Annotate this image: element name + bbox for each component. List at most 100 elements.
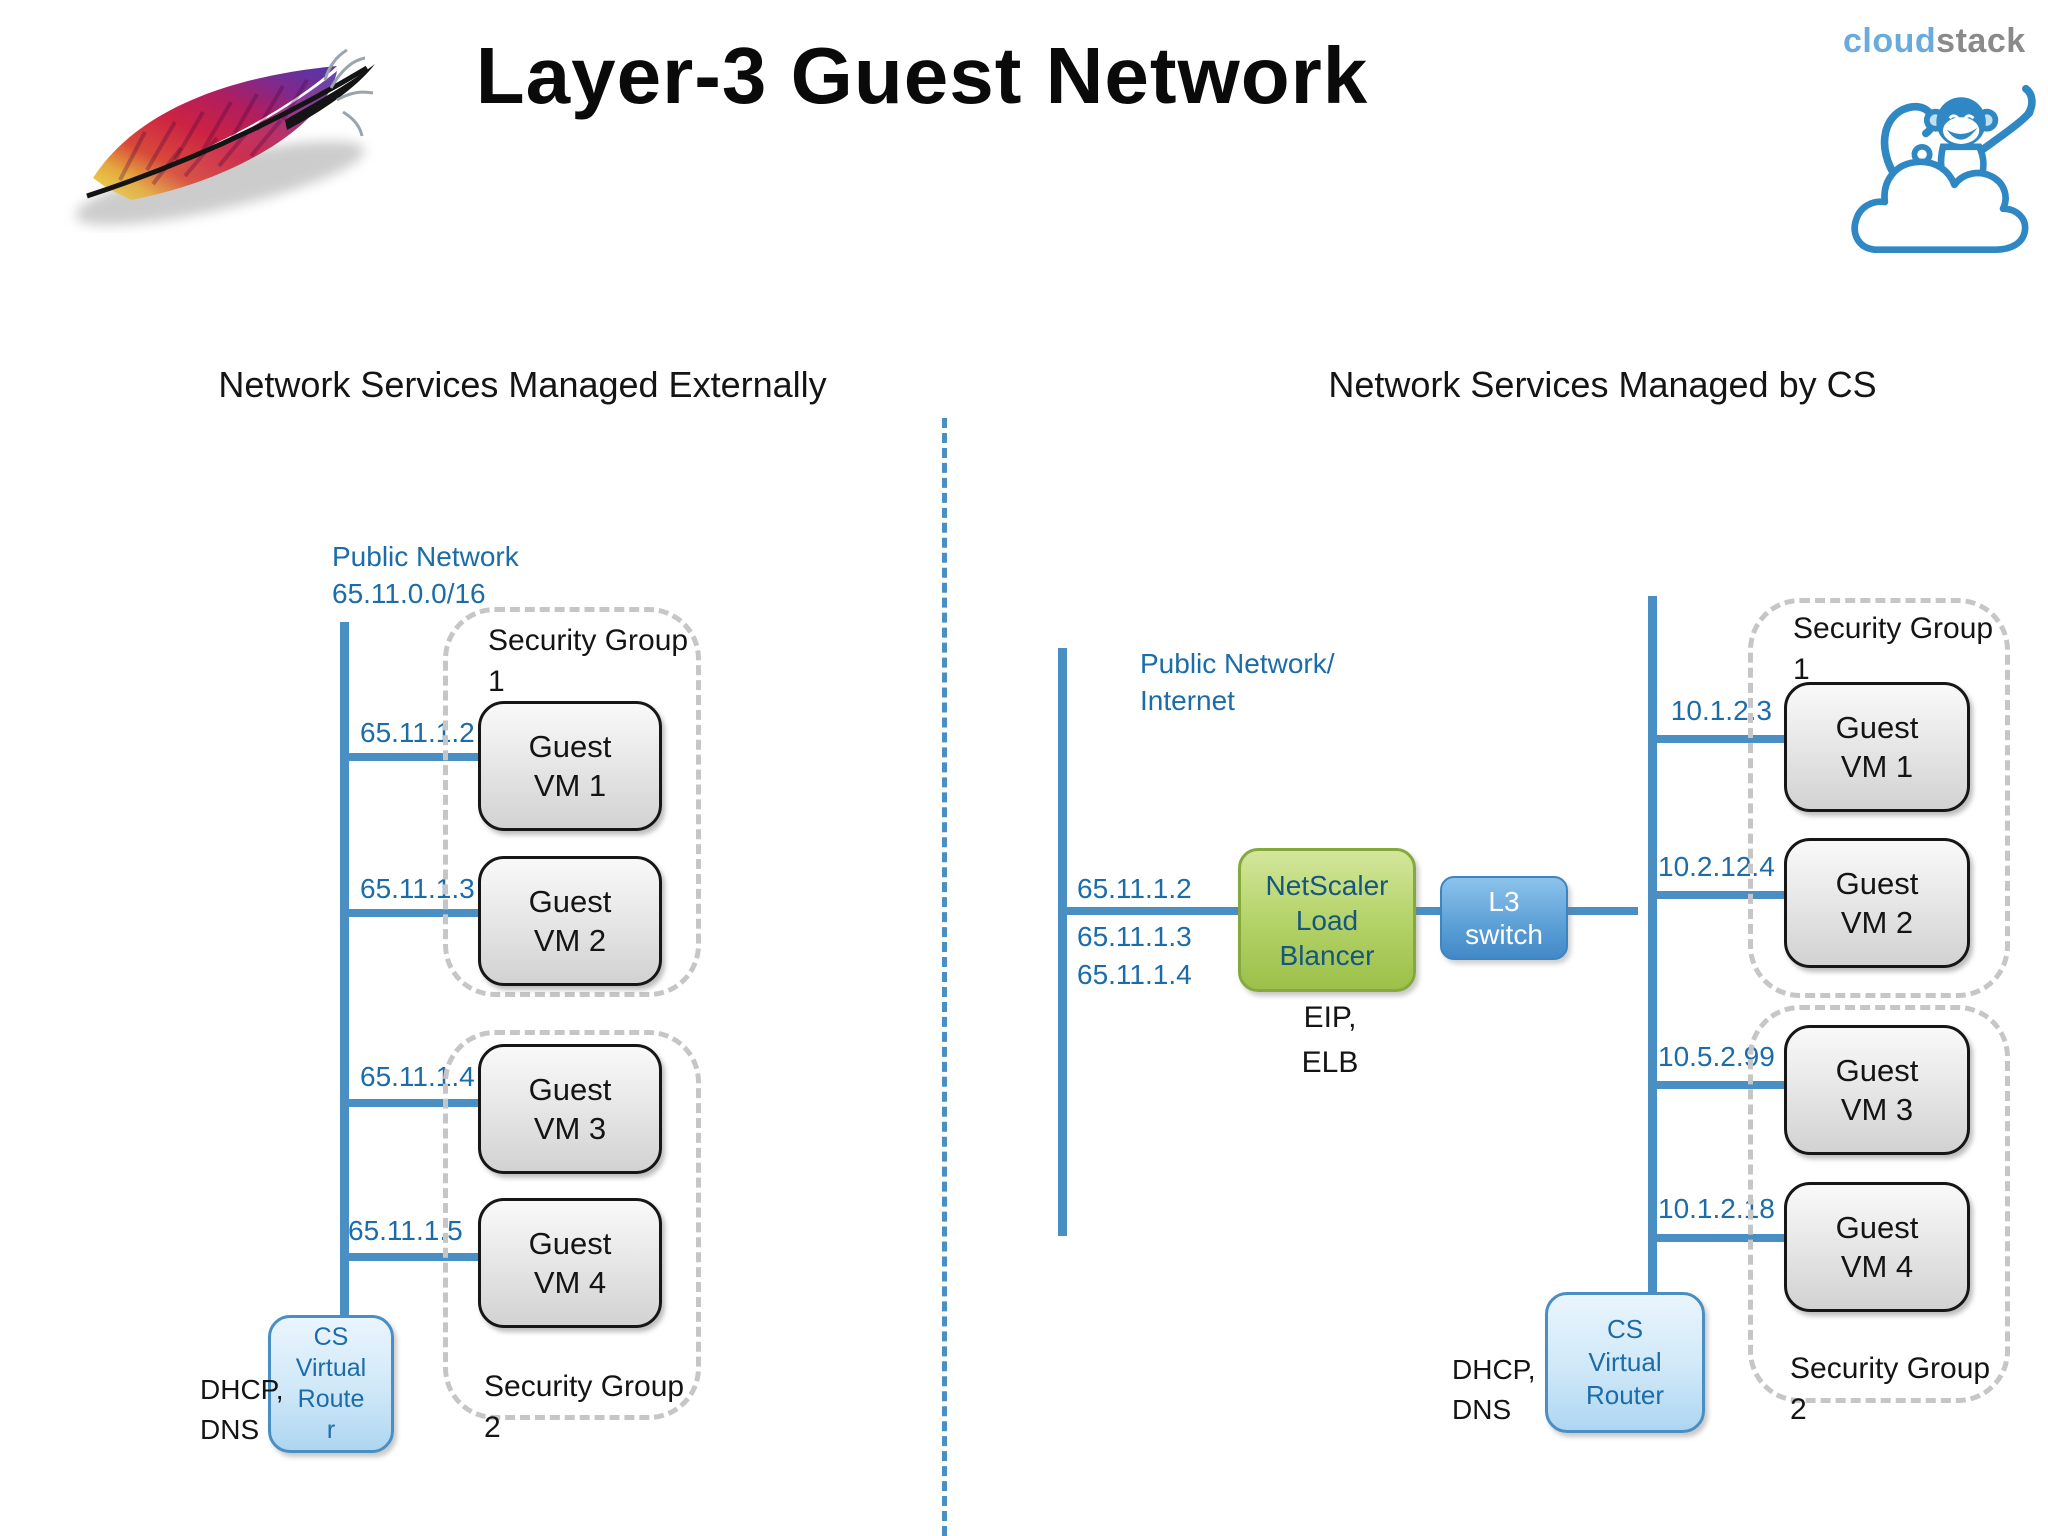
left-vm2-name-line2: VM 2 [533,923,607,958]
left-dhcp-dns-label: DHCP, DNS [200,1370,284,1450]
left-public-network-label: Public Network 65.11.0.0/16 [332,538,519,612]
left-sg1-label-line2: 1 [488,665,505,698]
right-vm3-connector [1654,1081,1786,1089]
left-cs-virtual-router: CS Virtual Route r [268,1315,394,1453]
eip-line: EIP, [1303,1001,1357,1034]
left-sg2-label-line1: Security Group [484,1370,685,1403]
right-sg1-label-line1: Security Group [1793,612,1994,645]
left-sg1-label-line1: Security Group [488,624,689,657]
right-public-network-line1: Public Network/ [1140,648,1335,679]
cloudstack-logo-cloud: cloud [1843,22,1937,60]
right-sg2-label-line1: Security Group [1790,1352,1991,1385]
eip-elb-label: EIP, ELB [1270,995,1390,1085]
right-guest-vm-1: Guest VM 1 [1784,682,1970,812]
left-vm1-name-line1: Guest [528,729,612,764]
right-vm2-ip: 10.2.12.4 [1658,851,1775,882]
cloudstack-monkey-icon [1851,84,2036,253]
right-vm1-name-line2: VM 1 [1840,749,1914,784]
left-public-network-line2: 65.11.0.0/16 [332,578,486,609]
left-router-line2: Virtual [295,1354,367,1382]
right-vm4-name-line1: Guest [1835,1210,1919,1245]
right-vm1-ip: 10.1.2.3 [1670,695,1772,726]
right-services-line2: DNS [1452,1394,1512,1425]
lb-line1: NetScaler [1265,869,1389,901]
left-section-heading: Network Services Managed Externally [218,364,827,405]
right-security-group-1 [1748,598,2010,998]
left-security-group-1 [443,607,701,997]
right-guest-vm-4: Guest VM 4 [1784,1182,1970,1312]
left-services-line1: DHCP, [200,1374,284,1405]
left-vm4-connector [344,1253,486,1261]
lb-to-l3-line [1408,907,1442,915]
right-sg2-label-line2: 2 [1790,1393,1807,1426]
right-vm4-connector [1654,1234,1786,1242]
right-vm3-name-line2: VM 3 [1840,1092,1914,1127]
apache-feather-logo [75,48,375,225]
left-router-line4: r [326,1416,336,1444]
left-vm1-name-line2: VM 1 [533,768,607,803]
left-guest-vm-4: Guest VM 4 [478,1198,662,1328]
lb-line2: Load [1295,904,1359,936]
right-services-line1: DHCP, [1452,1354,1536,1385]
right-vm2-name-line1: Guest [1835,866,1919,901]
l3-switch: L3 switch [1440,876,1568,960]
cloudstack-logo-stack: stack [1936,22,2026,60]
right-security-group-1-label: Security Group 1 [1793,608,1993,690]
left-guest-vm-2: Guest VM 2 [478,856,662,986]
right-router-line2: Virtual [1588,1347,1662,1377]
right-dhcp-dns-label: DHCP, DNS [1452,1350,1536,1430]
left-vm1-ip: 65.11.1.2 [360,717,475,748]
left-vm4-name-line1: Guest [528,1226,612,1261]
right-vm4-name-line2: VM 4 [1840,1249,1914,1284]
left-vm3-name-line1: Guest [528,1072,612,1107]
left-vm3-name-line2: VM 3 [533,1111,607,1146]
left-services-line2: DNS [200,1414,260,1445]
netscaler-load-balancer: NetScaler Load Blancer [1238,848,1416,992]
left-router-line1: CS [313,1323,349,1351]
right-router-line1: CS [1606,1314,1644,1344]
left-vm2-ip: 65.11.1.3 [360,873,475,904]
right-security-group-2-label: Security Group 2 [1790,1348,1990,1430]
left-vm2-connector [344,909,486,917]
l3-switch-line1: L3 [1488,886,1520,917]
left-vm1-connector [344,753,486,761]
right-public-ip-2: 65.11.1.3 [1077,921,1192,952]
left-vm2-name-line1: Guest [528,884,612,919]
right-vm1-connector [1654,735,1786,743]
right-vm2-connector [1654,891,1786,899]
left-sg2-label-line2: 2 [484,1411,501,1444]
right-guest-network-line [1648,596,1657,1323]
right-sg1-label-line2: 1 [1793,653,1810,686]
right-router-line3: Router [1585,1380,1665,1410]
right-public-ip-3: 65.11.1.4 [1077,959,1192,990]
right-public-network-line [1058,648,1067,1236]
left-public-network-line [340,622,349,1440]
right-guest-vm-3: Guest VM 3 [1784,1025,1970,1155]
right-vm1-name-line1: Guest [1835,710,1919,745]
l3-switch-line2: switch [1465,919,1543,950]
left-router-line3: Route [297,1385,365,1413]
right-vm3-name-line1: Guest [1835,1053,1919,1088]
public-to-lb-line [1064,907,1240,915]
section-divider [942,418,947,1536]
right-vm2-name-line2: VM 2 [1840,905,1914,940]
right-public-ip-1: 65.11.1.2 [1077,873,1192,904]
right-public-network-label: Public Network/ Internet [1140,645,1335,719]
elb-line: ELB [1301,1046,1359,1079]
left-guest-vm-3: Guest VM 3 [478,1044,662,1174]
cloudstack-logo: cloudstack [1843,22,2048,257]
right-vm4-ip: 10.1.2.18 [1658,1193,1775,1224]
right-guest-vm-2: Guest VM 2 [1784,838,1970,968]
left-security-group-2 [443,1030,701,1420]
left-security-group-1-label: Security Group 1 [488,620,688,702]
left-public-network-line1: Public Network [332,541,519,572]
left-vm3-connector [344,1099,486,1107]
right-cs-virtual-router: CS Virtual Router [1545,1292,1705,1433]
right-public-network-line2: Internet [1140,685,1235,716]
left-vm4-name-line2: VM 4 [533,1265,607,1300]
page-title: Layer-3 Guest Network [475,31,1369,120]
l3-to-guest-line [1562,907,1638,915]
left-security-group-2-label: Security Group 2 [484,1366,684,1448]
right-section-heading: Network Services Managed by CS [1328,364,1877,405]
